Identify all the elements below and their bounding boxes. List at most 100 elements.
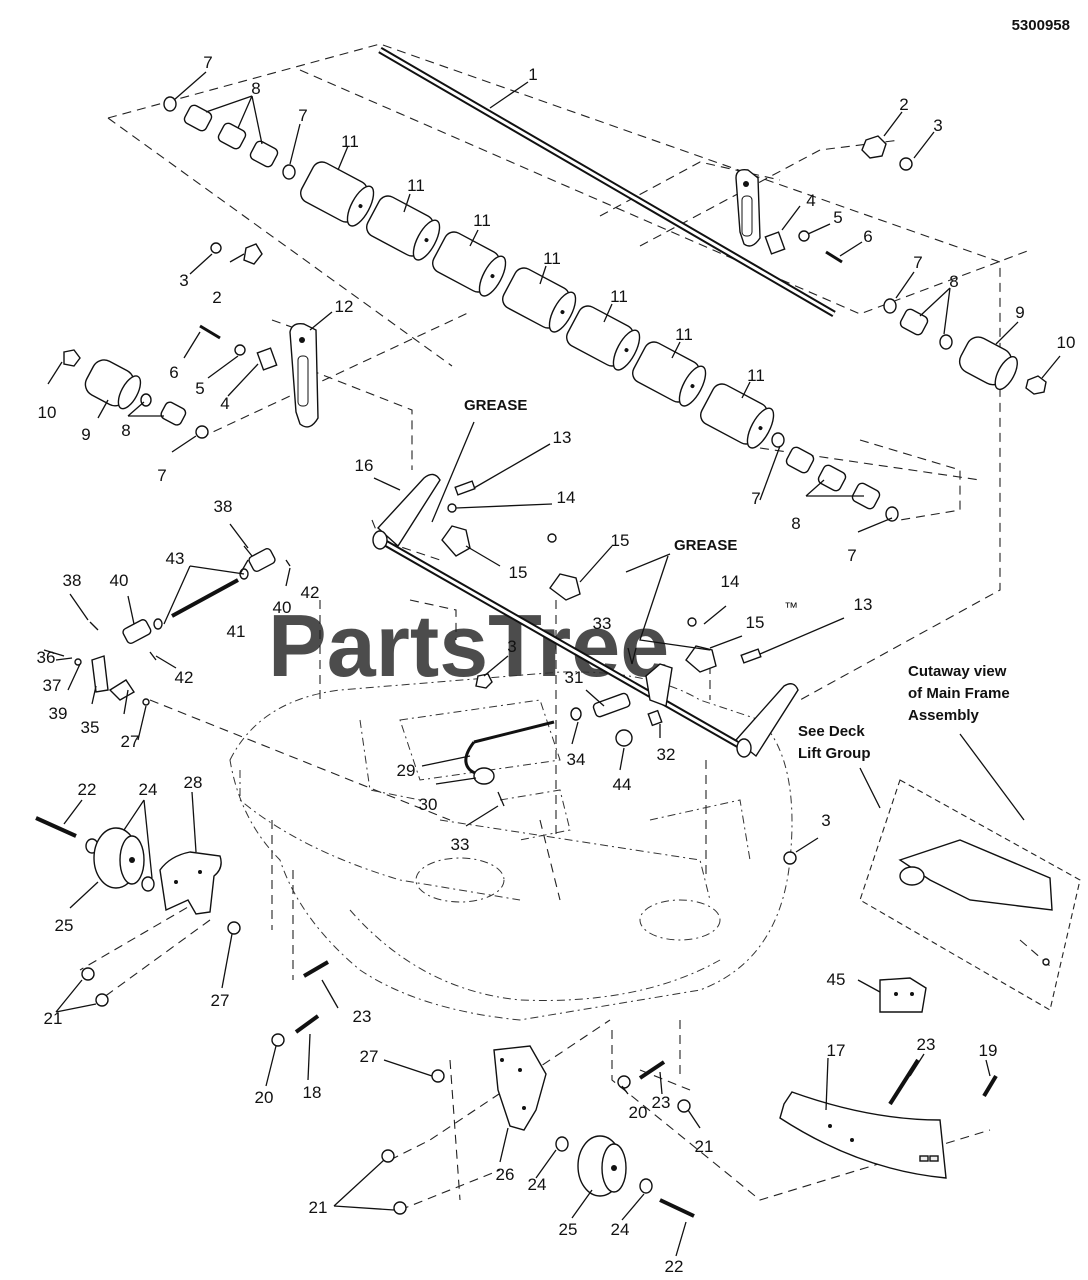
center-linkage (464, 647, 663, 807)
callout-label: 41 (227, 622, 246, 641)
baffle-plate (779, 1058, 998, 1179)
right-front-wheel-assembly (381, 1045, 695, 1218)
linkage-parts (43, 545, 291, 706)
callout-label: 44 (613, 775, 632, 794)
callout-label: 11 (473, 211, 491, 230)
callout-label: 20 (629, 1103, 648, 1122)
cutaway-view (859, 779, 1081, 1013)
grease-note: GREASE (674, 537, 737, 554)
callout-label: 7 (157, 466, 166, 485)
callout-label: 8 (791, 514, 800, 533)
callout-label: 7 (298, 106, 307, 125)
callout-label: 33 (593, 614, 612, 633)
callout-label: 3 (821, 811, 830, 830)
lower-right-spacers (771, 432, 899, 522)
callout-labels: 1 2 3 4 5 6 7 8 7 11 11 11 11 11 11 11 7… (37, 53, 1076, 1276)
callout-label: 7 (751, 489, 760, 508)
watermark: PartsTree ™ (268, 596, 798, 695)
callout-label: 7 (847, 546, 856, 565)
callout-label: 11 (747, 366, 765, 385)
main-rod (378, 46, 836, 318)
callout-label: 11 (407, 176, 425, 195)
callout-label: 28 (184, 773, 203, 792)
callout-label: 27 (360, 1047, 379, 1066)
callout-label: 9 (81, 425, 90, 444)
callout-label: 16 (355, 456, 374, 475)
watermark-text: PartsTree (268, 596, 669, 695)
rollers (300, 161, 775, 449)
callout-label: 40 (273, 598, 292, 617)
callout-label: 39 (49, 704, 68, 723)
callout-label: 8 (121, 421, 130, 440)
callout-label: 23 (917, 1035, 936, 1054)
callout-label: 14 (557, 488, 576, 507)
callout-label: 8 (949, 272, 958, 291)
callout-label: 13 (553, 428, 572, 447)
callout-label: 10 (1057, 333, 1076, 352)
callout-label: 11 (543, 249, 561, 268)
callout-label: 17 (827, 1041, 846, 1060)
callout-label: 22 (78, 780, 97, 799)
callout-label: 8 (251, 79, 260, 98)
callout-label: 30 (419, 795, 438, 814)
callout-label: 11 (675, 325, 693, 344)
callout-label: 22 (665, 1257, 684, 1276)
callout-label: 4 (220, 394, 229, 413)
callout-label: 6 (863, 227, 872, 246)
callout-label: 38 (63, 571, 82, 590)
callout-label: 27 (121, 732, 140, 751)
callout-label: 23 (353, 1007, 372, 1026)
callout-label: 26 (496, 1165, 515, 1184)
callout-label: 38 (214, 497, 233, 516)
callout-label: 11 (610, 287, 628, 306)
assembly-guide-lines (79, 43, 1051, 1211)
callout-label: 21 (695, 1137, 714, 1156)
callout-label: 10 (38, 403, 57, 422)
callout-label: 12 (335, 297, 354, 316)
callout-label: 2 (212, 288, 221, 307)
callout-label: 7 (913, 253, 922, 272)
callout-label: 3 (179, 271, 188, 290)
callout-label: 21 (309, 1198, 328, 1217)
callout-label: 24 (139, 780, 158, 799)
callout-label: 40 (110, 571, 129, 590)
cutaway-note-line: Cutaway view (908, 663, 1007, 680)
callout-label: 42 (175, 668, 194, 687)
diagram-notes: 5300958 GREASE GREASE Cutaway view of Ma… (464, 17, 1070, 762)
callout-label: 29 (397, 761, 416, 780)
callout-label: 4 (806, 191, 815, 210)
callout-label: 3 (933, 116, 942, 135)
lift-shaft-assembly (372, 473, 799, 758)
lift-link-right (735, 168, 843, 264)
callout-label: 15 (611, 531, 630, 550)
callout-label: 25 (559, 1220, 578, 1239)
callout-label: 11 (341, 132, 359, 151)
callout-label: 23 (652, 1093, 671, 1112)
callout-label: 15 (509, 563, 528, 582)
callout-label: 42 (301, 583, 320, 602)
lift-link-left (63, 242, 319, 439)
grease-note: GREASE (464, 397, 527, 414)
cutaway-note-line: Assembly (908, 707, 980, 724)
callout-label: 2 (899, 95, 908, 114)
callout-label: 14 (721, 572, 740, 591)
callout-label: 36 (37, 648, 56, 667)
top-left-spacers (163, 96, 296, 180)
watermark-trademark: ™ (784, 599, 798, 615)
callout-label: 27 (211, 991, 230, 1010)
callout-label: 43 (166, 549, 185, 568)
callout-label: 24 (611, 1220, 630, 1239)
callout-label: 9 (1015, 303, 1024, 322)
callout-label: 24 (528, 1175, 547, 1194)
callout-label: 33 (451, 835, 470, 854)
callout-label: 32 (657, 745, 676, 764)
diagram-part-number: 5300958 (1012, 17, 1070, 34)
see-deck-note-line: Lift Group (798, 745, 870, 762)
left-wheel-assembly (35, 816, 241, 1007)
right-side-spacers (861, 135, 1047, 395)
callout-label: 35 (81, 718, 100, 737)
see-deck-note-line: See Deck (798, 723, 865, 740)
callout-label: 1 (528, 65, 537, 84)
leader-lines (47, 71, 1061, 1257)
